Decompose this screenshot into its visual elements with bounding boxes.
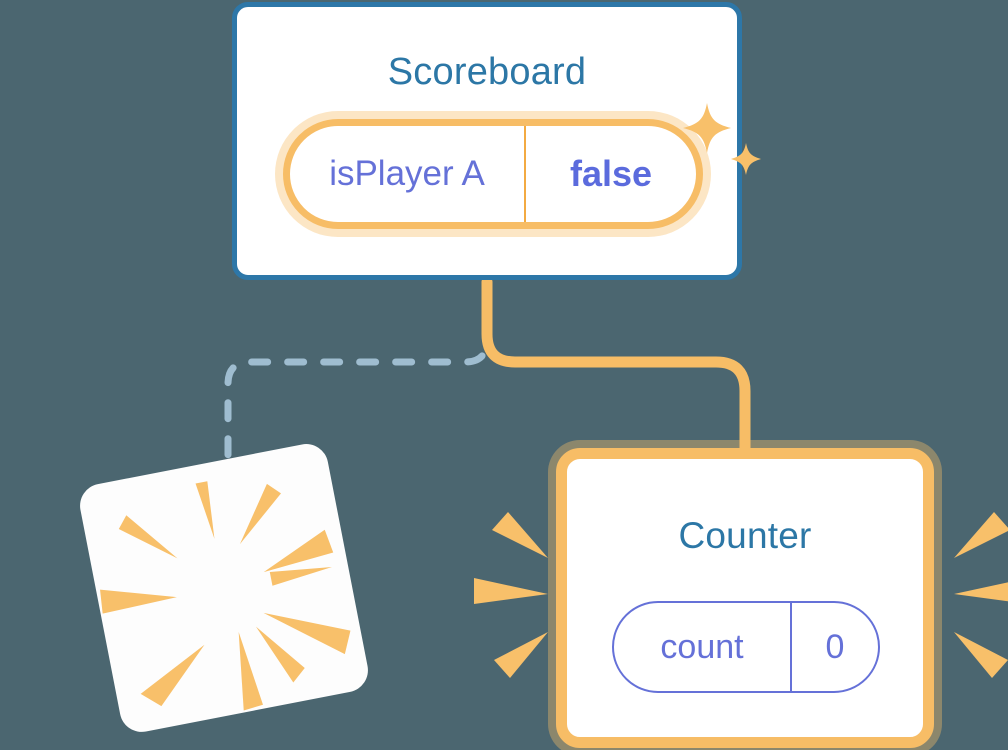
counter-burst-right — [950, 508, 1008, 684]
blank-card-burst-rays — [100, 481, 351, 711]
scoreboard-prop-pill[interactable]: isPlayer A false — [283, 119, 703, 229]
node-scoreboard[interactable]: Scoreboard isPlayer A false — [232, 2, 761, 280]
sparkle-large-icon — [683, 103, 731, 153]
counter-prop-value: 0 — [825, 627, 845, 666]
node-blank-card[interactable] — [76, 440, 372, 736]
counter-burst-left — [472, 508, 552, 684]
counter-title: Counter — [678, 515, 812, 556]
connector-scoreboard-to-counter — [481, 276, 751, 466]
scoreboard-title: Scoreboard — [387, 51, 587, 93]
counter-prop-key: count — [614, 603, 792, 691]
connector-scoreboard-to-blank-card — [224, 281, 491, 482]
node-counter[interactable]: Counter count 0 — [556, 448, 934, 748]
scoreboard-prop-key: isPlayer A — [290, 126, 526, 222]
scoreboard-prop-value: false — [569, 153, 653, 194]
sparkle-small-icon — [731, 143, 761, 175]
counter-prop-pill[interactable]: count 0 — [612, 601, 880, 693]
